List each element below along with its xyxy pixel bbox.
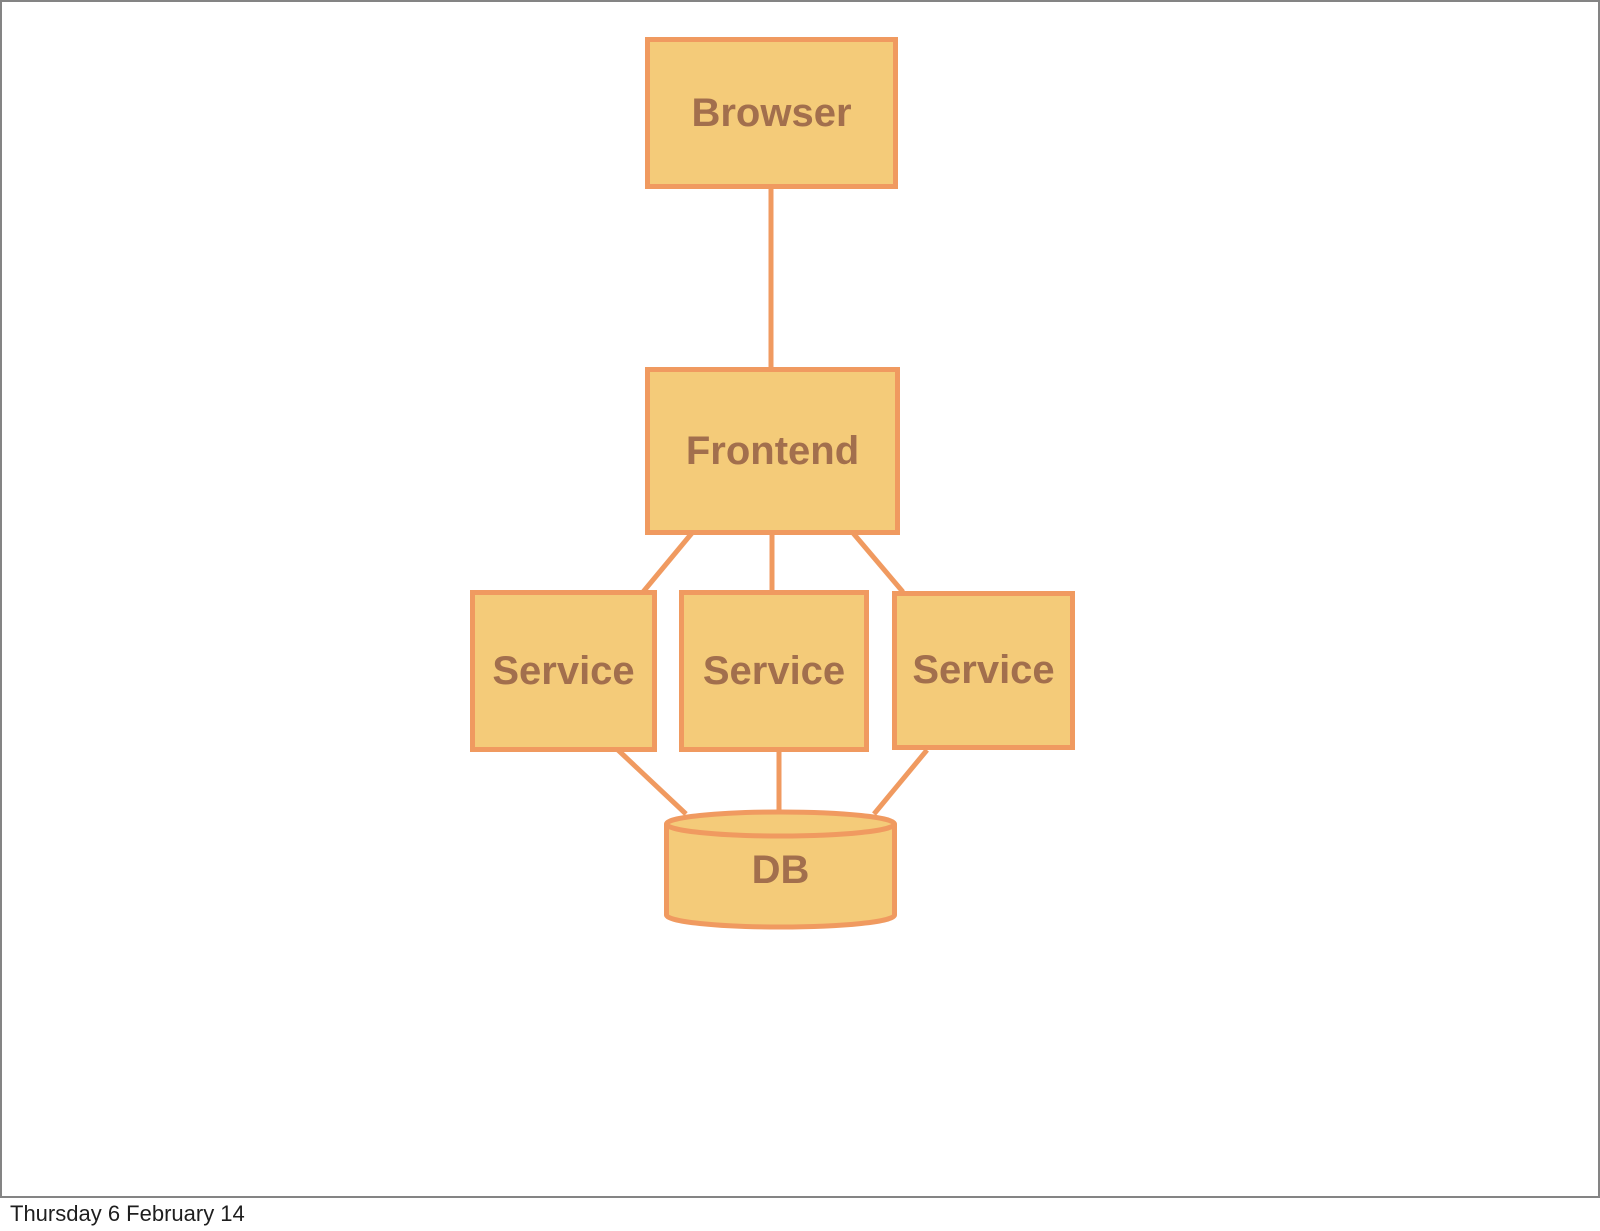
node-service-1-label: Service [492, 648, 635, 693]
node-service-1: Service [470, 590, 657, 752]
connector-frontend-service-3 [851, 531, 905, 594]
db-cylinder-body [664, 824, 897, 930]
connector-service-3-db [872, 748, 929, 816]
connector-frontend-service-1 [641, 531, 694, 594]
node-browser-label: Browser [691, 90, 852, 135]
node-db: DB [666, 832, 895, 908]
node-service-2: Service [679, 590, 869, 752]
slide-canvas: Browser Frontend Service Service Service… [0, 0, 1600, 1198]
node-frontend: Frontend [645, 367, 900, 535]
slide-date-caption: Thursday 6 February 14 [10, 1201, 245, 1226]
node-service-3-label: Service [912, 648, 1055, 692]
node-db-label: DB [751, 847, 810, 892]
diagram-connector-layer [616, 188, 929, 930]
node-browser: Browser [645, 37, 898, 189]
node-service-3: Service [892, 591, 1075, 750]
db-cylinder-top [664, 809, 897, 839]
node-frontend-label: Frontend [685, 428, 860, 473]
connector-service-1-db [616, 748, 688, 816]
node-service-2-label: Service [702, 648, 846, 693]
